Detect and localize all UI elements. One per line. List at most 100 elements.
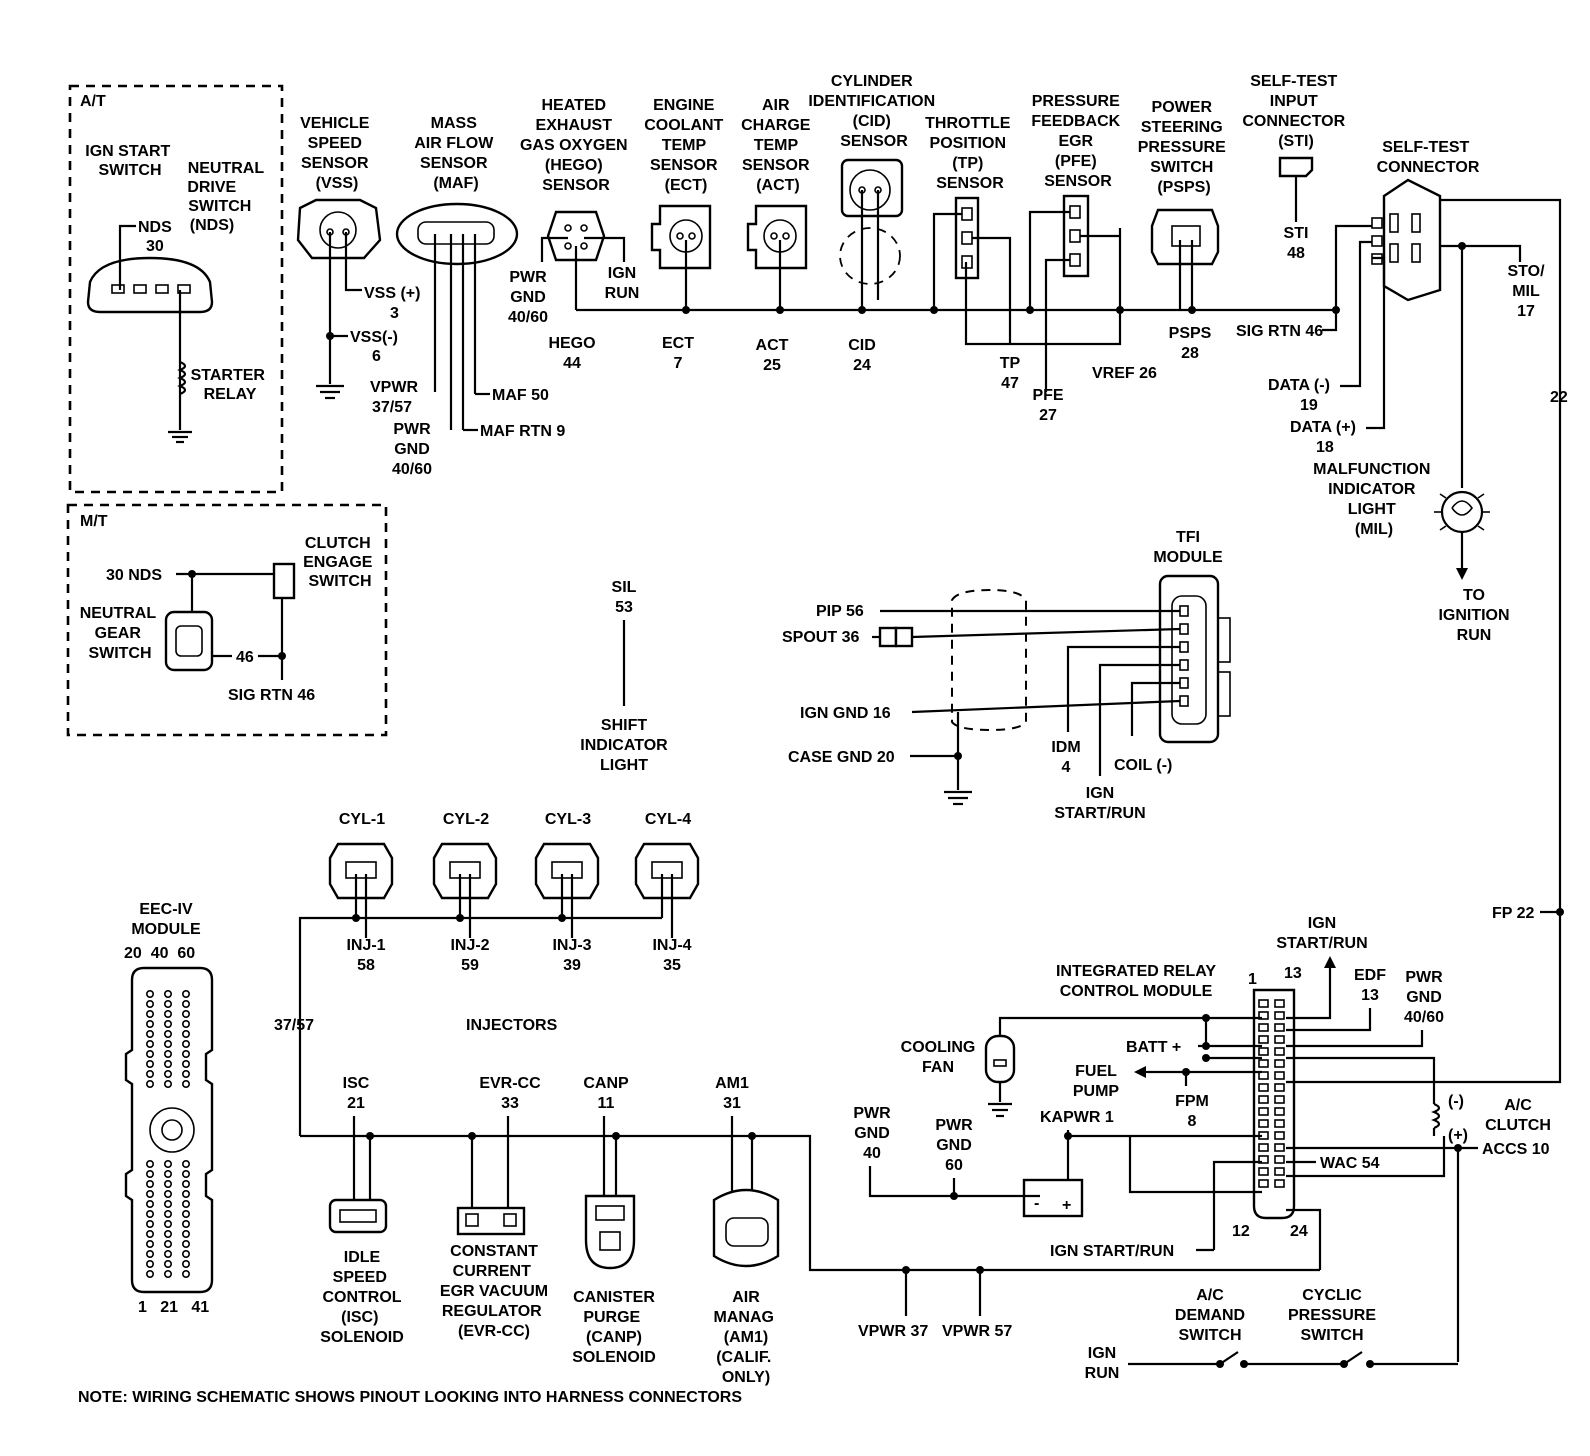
- eec-pin: [164, 1040, 173, 1049]
- relay-pin: [1258, 1107, 1269, 1116]
- eec-pin: [164, 1170, 173, 1179]
- relay-pin: [1258, 1023, 1269, 1032]
- eec-pin: [164, 1230, 173, 1239]
- relay-pin24: 24: [1290, 1223, 1308, 1240]
- sti-label: SELF-TEST INPUT CONNECTOR (STI): [1242, 73, 1349, 150]
- relay-pin: [1258, 1071, 1269, 1080]
- relay-pin: [1274, 1083, 1285, 1092]
- injectors-title: INJECTORS: [466, 1017, 558, 1034]
- relay-pin: [1258, 1035, 1269, 1044]
- clutch-switch-label: CLUTCH ENGAGE SWITCH: [303, 535, 377, 590]
- case-gnd-label: CASE GND 20: [788, 749, 895, 766]
- nds-connector: [86, 256, 214, 314]
- eec-pin-grid: [146, 989, 191, 1279]
- battery-minus: -: [1034, 1195, 1039, 1212]
- mt-box-border: [66, 503, 388, 737]
- eec-pin: [164, 1050, 173, 1059]
- eec-pin: [146, 1170, 155, 1179]
- ect-connector: [650, 204, 712, 270]
- eec-pin: [164, 999, 173, 1008]
- ac-minus-label: (-): [1448, 1093, 1464, 1110]
- eec-pin: [146, 1200, 155, 1209]
- relay-pin1: 1: [1248, 971, 1257, 988]
- ign-start-switch-label: IGN START SWITCH: [85, 143, 174, 179]
- injector-wire-label: 37/57: [274, 1017, 314, 1034]
- starter-relay-label: STARTER RELAY: [191, 367, 270, 403]
- vss-connector: [296, 198, 382, 260]
- eec-pin: [182, 1160, 191, 1169]
- eec-pin: [164, 1210, 173, 1219]
- eec-pin: [164, 989, 173, 998]
- relay-pin: [1274, 1119, 1285, 1128]
- relay-pin: [1274, 1011, 1285, 1020]
- psps-label: POWER STEERING PRESSURE SWITCH (PSPS): [1138, 99, 1230, 196]
- eec-pin: [182, 1230, 191, 1239]
- relay-pin12: 12: [1232, 1223, 1250, 1240]
- eec-pin: [146, 1060, 155, 1069]
- eec-pin: [164, 1220, 173, 1229]
- eec-pin: [164, 1080, 173, 1089]
- eec-pin: [164, 1070, 173, 1079]
- maf-rtn-label: MAF RTN 9: [480, 423, 565, 440]
- injector-4: [634, 842, 700, 938]
- ac-demand-switch-icon: [1219, 1351, 1239, 1365]
- vpwr57-label: VPWR 57: [942, 1323, 1012, 1340]
- evr-connector: [456, 1206, 526, 1236]
- at-box-title: A/T: [80, 93, 106, 110]
- act-label: AIR CHARGE TEMP SENSOR (ACT): [741, 97, 815, 194]
- pip-label: PIP 56: [816, 603, 864, 620]
- clutch-switch: [272, 562, 296, 600]
- relay-pin: [1274, 1023, 1285, 1032]
- relay-pin: [1274, 1059, 1285, 1068]
- accs-label: ACCS 10: [1482, 1141, 1550, 1158]
- relay-pin: [1274, 1143, 1285, 1152]
- eec-pin: [146, 999, 155, 1008]
- wac-label: WAC 54: [1320, 1155, 1380, 1172]
- eec-pin: [182, 999, 191, 1008]
- at-box: A/T IGN START SWITCH NEUTRAL DRIVE SWITC…: [68, 84, 284, 494]
- eec-pin: [182, 1009, 191, 1018]
- eec-pin: [164, 1060, 173, 1069]
- eec-pin: [146, 1009, 155, 1018]
- eec-pin: [146, 1019, 155, 1028]
- hego-label: HEATED EXHAUST GAS OXYGEN (HEGO) SENSOR: [520, 97, 632, 194]
- pin46-label: 46: [236, 649, 254, 666]
- ect-label: ENGINE COOLANT TEMP SENSOR (ECT): [644, 97, 728, 194]
- eec-pin: [164, 1250, 173, 1259]
- eec-pin: [182, 1200, 191, 1209]
- mil-bulb-icon: [1440, 490, 1484, 534]
- eec-pin: [146, 1240, 155, 1249]
- tfi-connector: [1158, 574, 1220, 744]
- eec-pin: [182, 1220, 191, 1229]
- psps-connector: [1150, 208, 1220, 266]
- nds-switch-label: NEUTRAL DRIVE SWITCH (NDS): [187, 160, 268, 234]
- eec-pin: [146, 1260, 155, 1269]
